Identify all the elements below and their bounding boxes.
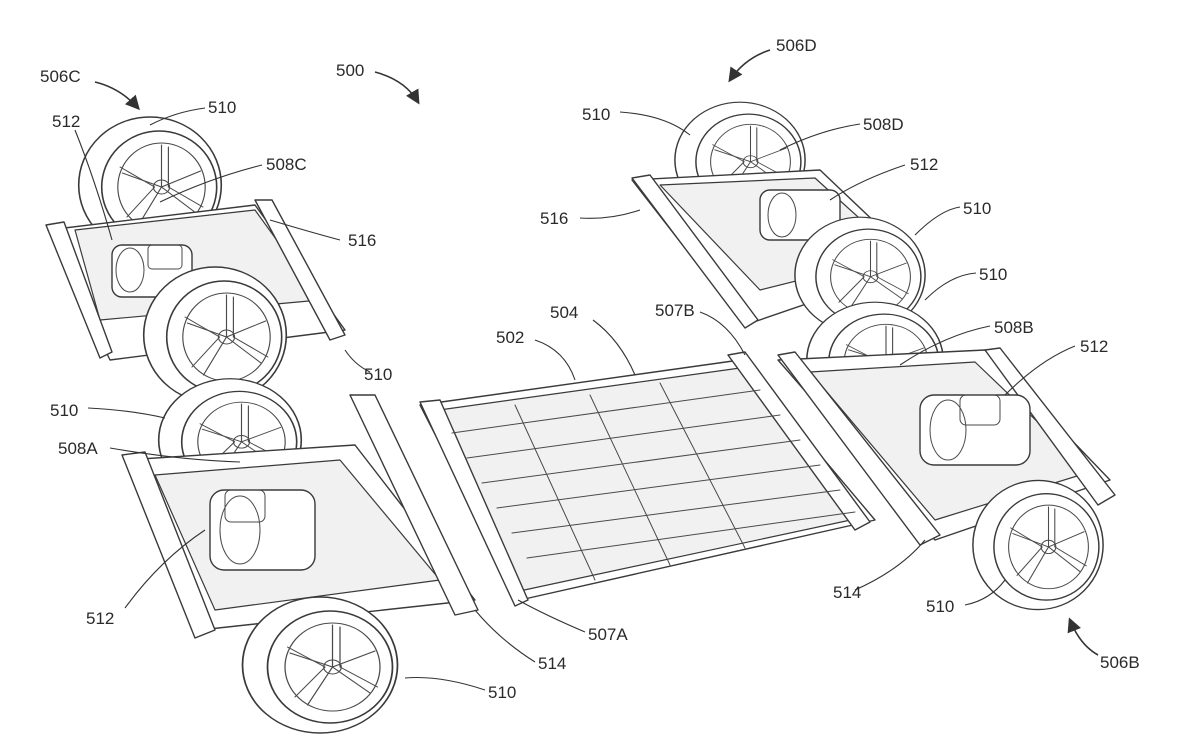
label-510-e: 510 [582, 105, 610, 124]
label-506c: 506C [40, 67, 81, 86]
label-512-a: 512 [52, 112, 80, 131]
label-512-d: 512 [1080, 337, 1108, 356]
drive-module-506b [777, 301, 1116, 611]
reference-labels: 506C 510 512 508C 516 510 510 508A 512 5… [40, 36, 1140, 702]
label-508a: 508A [58, 439, 98, 458]
label-512-b: 512 [86, 609, 114, 628]
label-510-f: 510 [963, 199, 991, 218]
label-510-g: 510 [979, 265, 1007, 284]
label-500: 500 [336, 61, 364, 80]
label-514-a: 514 [538, 654, 566, 673]
label-510-a: 510 [208, 98, 236, 117]
leader-lines [74, 49, 1099, 691]
label-507b: 507B [655, 301, 695, 320]
label-508c: 508C [266, 155, 307, 174]
label-508b: 508B [994, 318, 1034, 337]
drive-module-506a [121, 377, 479, 734]
drive-module-506d [631, 101, 926, 334]
label-502: 502 [496, 328, 524, 347]
label-504: 504 [550, 303, 578, 322]
label-510-d: 510 [488, 683, 516, 702]
label-506b: 506B [1100, 653, 1140, 672]
label-510-b: 510 [364, 365, 392, 384]
label-508d: 508D [863, 115, 904, 134]
label-506d: 506D [776, 36, 817, 55]
label-516-b: 516 [540, 209, 568, 228]
label-510-c: 510 [50, 401, 78, 420]
label-512-c: 512 [910, 155, 938, 174]
label-514-b: 514 [833, 583, 861, 602]
label-510-h: 510 [926, 597, 954, 616]
battery-platform [419, 351, 876, 607]
drive-module-506c [45, 116, 346, 404]
label-507a: 507A [588, 625, 628, 644]
label-516-a: 516 [348, 231, 376, 250]
